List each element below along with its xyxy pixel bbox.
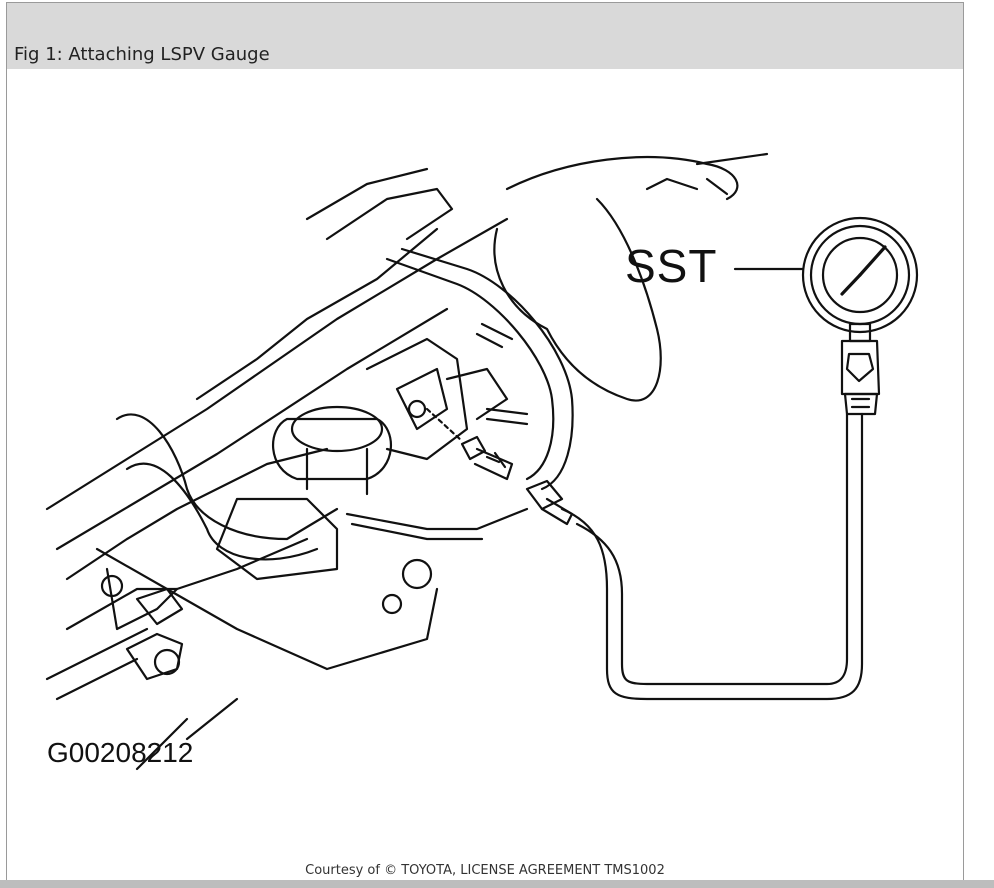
credit-line: Courtesy of © TOYOTA, LICENSE AGREEMENT …: [305, 863, 665, 878]
sst-callout-label: SST: [625, 240, 718, 292]
bottom-scroll-strip: [0, 880, 994, 888]
diagram-code-label: G00208212: [47, 737, 194, 768]
lspv-gauge-illustration: [45, 152, 919, 771]
figure-title: Fig 1: Attaching LSPV Gauge: [14, 44, 270, 65]
figure-frame: Fig 1: Attaching LSPV Gauge: [6, 2, 964, 882]
figure-header: Fig 1: Attaching LSPV Gauge: [7, 3, 963, 69]
